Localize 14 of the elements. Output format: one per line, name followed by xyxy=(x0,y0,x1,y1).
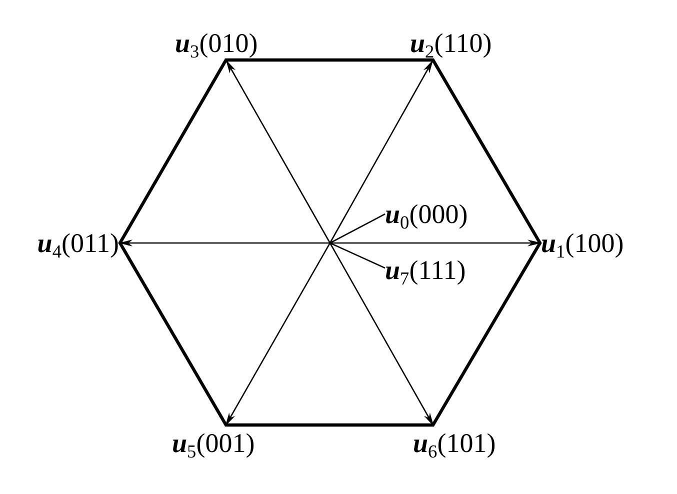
arrow xyxy=(225,60,331,244)
vector-label: u$_{4}$(011) xyxy=(37,226,119,260)
vector-label: u$_{0}$(000) xyxy=(385,197,468,231)
vector-label: u$_{6}$(101) xyxy=(413,426,496,460)
vector-label: u$_{1}$(100) xyxy=(541,226,624,260)
vector-label: u$_{5}$(001) xyxy=(172,426,255,460)
arrow xyxy=(329,60,434,244)
vector-label: u$_{3}$(010) xyxy=(175,26,258,60)
vector-label: u$_{7}$(111) xyxy=(385,253,466,287)
vector-label: u$_{2}$(110) xyxy=(410,26,492,60)
leader-line xyxy=(330,242,386,269)
arrow xyxy=(224,242,331,426)
arrow xyxy=(329,242,434,426)
leader-line xyxy=(330,213,386,244)
